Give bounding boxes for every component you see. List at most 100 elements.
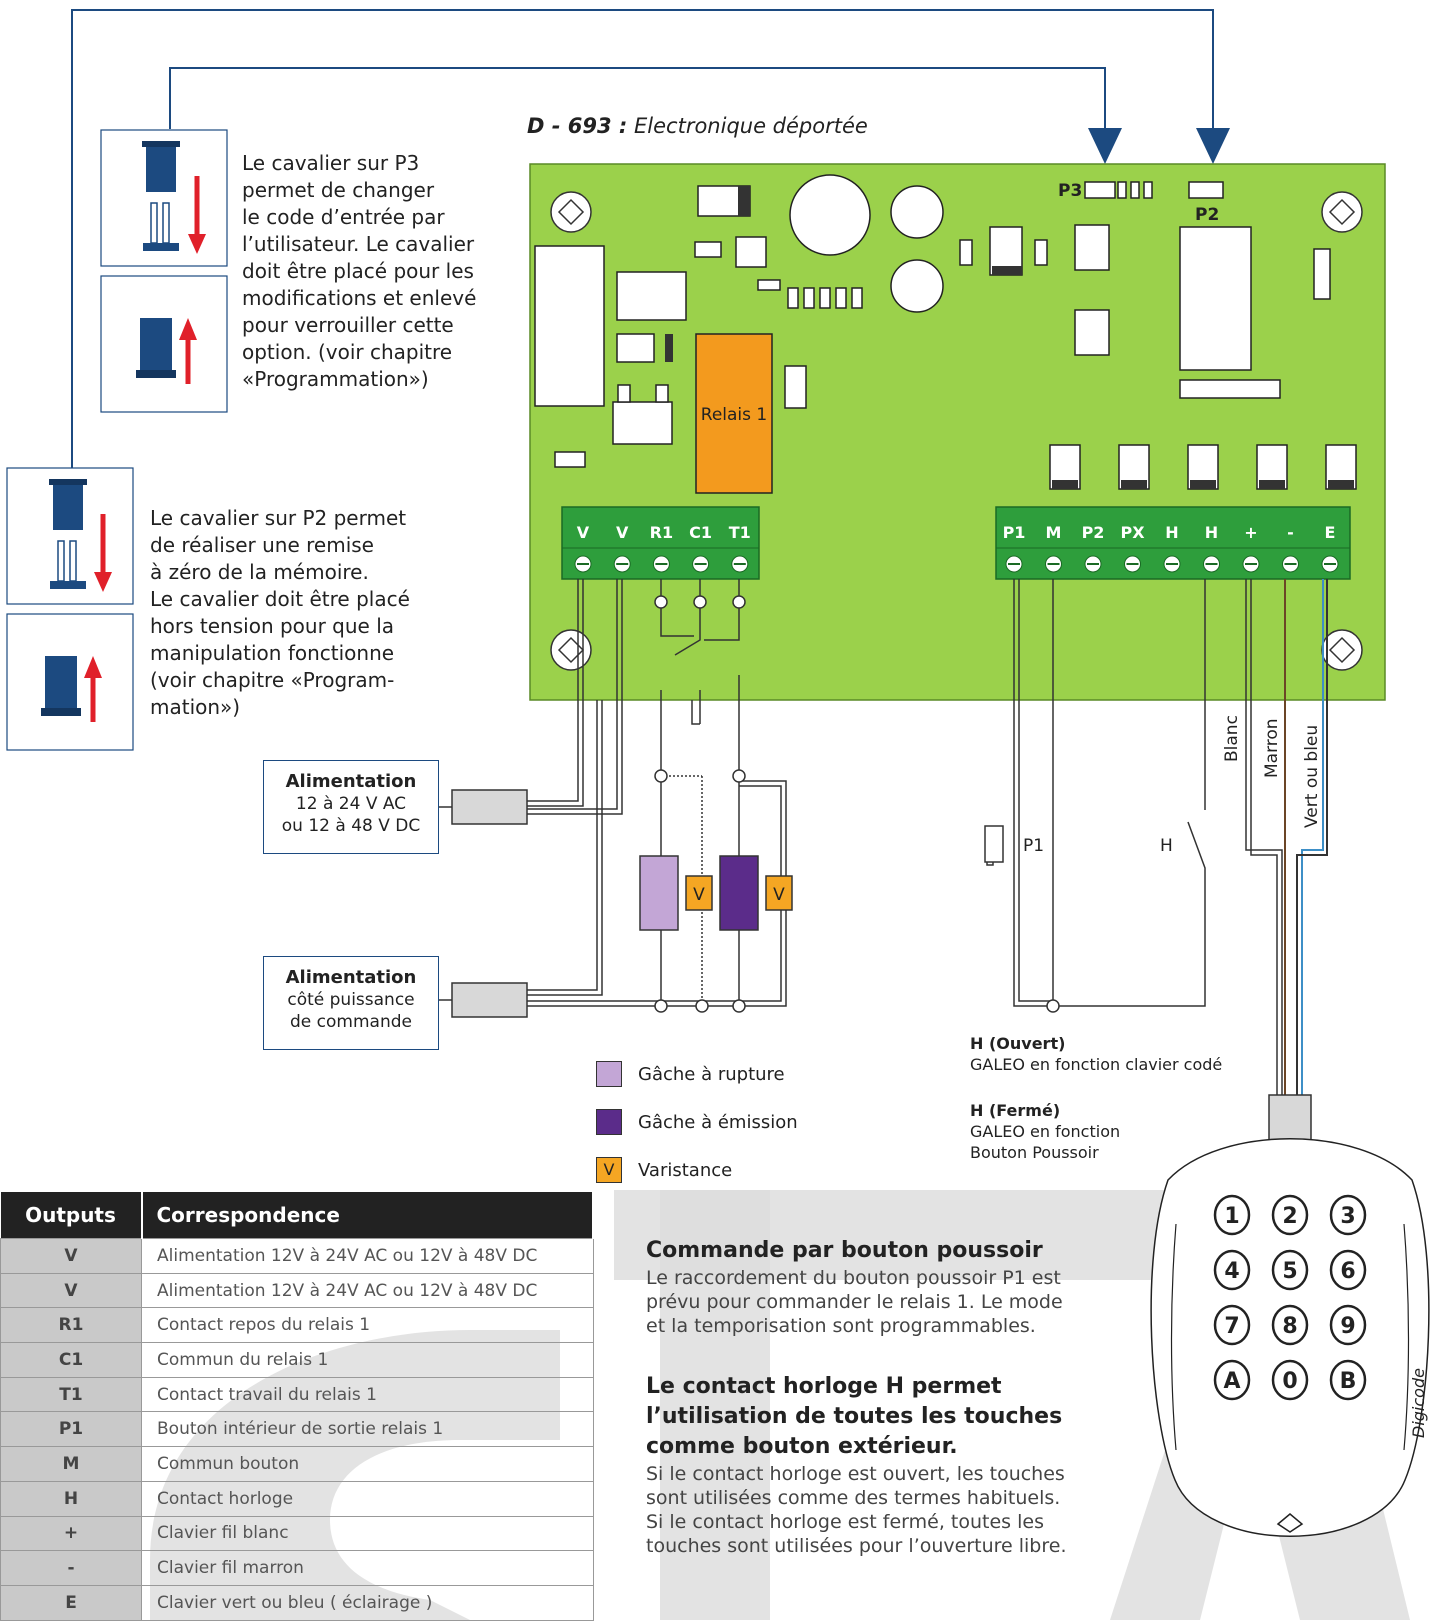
correspondence-cell: Bouton intérieur de sortie relais 1 <box>141 1411 594 1448</box>
note-p2-line: à zéro de la mémoire. <box>150 560 369 584</box>
h-closed-title: H (Fermé) <box>970 1101 1061 1120</box>
legend-swatch-rupture <box>596 1061 622 1087</box>
note-p3-line: option. (voir chapitre <box>242 340 453 364</box>
table-row: +Clavier fil blanc <box>0 1515 594 1552</box>
bp-body-line: Le raccordement du bouton poussoir P1 es… <box>646 1267 1061 1289</box>
note-p2-line: manipulation fonctionne <box>150 641 395 665</box>
board-title-name: Electronique déportée <box>634 114 868 138</box>
note-p3-line: permet de changer <box>242 178 435 202</box>
bp-section: Commande par bouton poussoir Le raccorde… <box>646 1236 1096 1338</box>
keypad-key-label: 8 <box>1282 1314 1297 1339</box>
legend-swatch-emission <box>596 1109 622 1135</box>
colored-wires <box>1284 579 1328 1095</box>
keypad-key-label: 3 <box>1340 1204 1355 1229</box>
keypad-key <box>1329 1304 1367 1346</box>
keypad-key-label: 9 <box>1340 1314 1355 1339</box>
power-box-2-title: Alimentation <box>285 967 417 988</box>
h-open-line: GALEO en fonction clavier codé <box>970 1055 1223 1074</box>
terminal-label: P2 <box>1082 523 1105 542</box>
legend: Gâche à rupture Gâche à émission V Varis… <box>596 1050 798 1194</box>
keypad-key-label: 0 <box>1282 1369 1297 1394</box>
keypad-key-label: 1 <box>1224 1204 1239 1229</box>
arrow-to-p2 <box>1196 128 1230 164</box>
output-cell: V <box>0 1272 142 1309</box>
wire-label-p1: P1 <box>1023 836 1044 856</box>
keypad-key <box>1271 1249 1309 1291</box>
h-closed-line: Bouton Poussoir <box>970 1143 1099 1162</box>
terminal-label: C1 <box>689 523 712 542</box>
correspondence-cell: Clavier vert ou bleu ( éclairage ) <box>141 1584 594 1621</box>
note-p2-line: mation») <box>150 695 241 719</box>
terminal-label: + <box>1244 523 1257 542</box>
wire-label-blanc: Blanc <box>1222 715 1242 762</box>
keypad-key <box>1213 1359 1251 1401</box>
note-p3-line: modifications et enlevé <box>242 286 477 310</box>
keypad-key-label: 2 <box>1282 1204 1297 1229</box>
varistor-1-symbol: V <box>693 885 705 905</box>
output-cell: V <box>0 1238 142 1274</box>
note-p3-line: l’utilisateur. Le cavalier <box>242 232 475 256</box>
bp-title: Commande par bouton poussoir <box>646 1238 1043 1263</box>
wire-junctions <box>654 595 1060 1013</box>
h-open-title: H (Ouvert) <box>970 1034 1066 1053</box>
legend-label: Gâche à émission <box>638 1111 798 1133</box>
note-p2-line: (voir chapitre «Program- <box>150 668 395 692</box>
legend-item: V Varistance <box>596 1146 798 1194</box>
terminal-label: V <box>577 523 590 542</box>
h-section: Le contact horloge H permet l’utilisatio… <box>646 1372 1106 1558</box>
keypad-key <box>1213 1194 1251 1236</box>
varistor-2-symbol: V <box>773 885 785 905</box>
h-open-note: H (Ouvert) GALEO en fonction clavier cod… <box>970 1033 1222 1075</box>
note-p2-line: hors tension pour que la <box>150 614 395 638</box>
h-title-line: Le contact horloge H permet <box>646 1374 1002 1399</box>
terminal-label: E <box>1325 523 1336 542</box>
keypad-key-label: 5 <box>1282 1259 1297 1284</box>
output-cell: + <box>0 1515 142 1552</box>
keypad-key <box>1329 1359 1367 1401</box>
keypad-key <box>1329 1194 1367 1236</box>
table-header-row: Outputs Correspondence <box>0 1192 594 1239</box>
legend-label: Varistance <box>638 1159 733 1181</box>
note-p3-line: «Programmation») <box>242 367 429 391</box>
terminal-label: H <box>1165 523 1178 542</box>
keypad-key <box>1271 1194 1309 1236</box>
table-header: Correspondence <box>141 1192 594 1239</box>
note-p3-line: pour verrouiller cette <box>242 313 454 337</box>
terminal-label: PX <box>1120 523 1145 542</box>
jumper-box-p2-off <box>6 613 134 751</box>
table-row: -Clavier fil marron <box>0 1550 594 1586</box>
note-p3-line: Le cavalier sur P3 <box>242 151 420 175</box>
power-box-1-line: 12 à 24 V AC <box>295 794 407 814</box>
power-box-2-line: de commande <box>290 1012 412 1032</box>
h-body-line: sont utilisées comme des termes habituel… <box>646 1487 1061 1509</box>
note-p2: Le cavalier sur P2 permet de réaliser un… <box>150 505 450 721</box>
correspondence-cell: Contact repos du relais 1 <box>141 1307 594 1344</box>
correspondence-cell: Commun bouton <box>141 1446 594 1482</box>
correspondence-cell: Clavier fil marron <box>141 1550 594 1586</box>
power-box-2-line: côté puissance <box>287 990 415 1010</box>
output-cell: R1 <box>0 1307 142 1344</box>
keypad-key <box>1329 1249 1367 1291</box>
note-p3-line: doit être placé pour les <box>242 259 474 283</box>
wire-label-h: H <box>1160 836 1173 856</box>
output-cell: M <box>0 1446 142 1482</box>
board-title-ref: D - 693 : <box>527 114 628 138</box>
output-cell: C1 <box>0 1342 142 1378</box>
keypad-key-label: 6 <box>1340 1259 1355 1284</box>
note-p2-line: Le cavalier doit être placé <box>150 587 410 611</box>
keypad-brand: Digicode <box>1409 1368 1428 1438</box>
varistor-1 <box>685 875 713 911</box>
h-title-line: l’utilisation de toutes les touches <box>646 1404 1063 1429</box>
output-cell: E <box>0 1584 142 1621</box>
correspondence-cell: Contact horloge <box>141 1480 594 1517</box>
terminal-label: T1 <box>729 523 751 542</box>
